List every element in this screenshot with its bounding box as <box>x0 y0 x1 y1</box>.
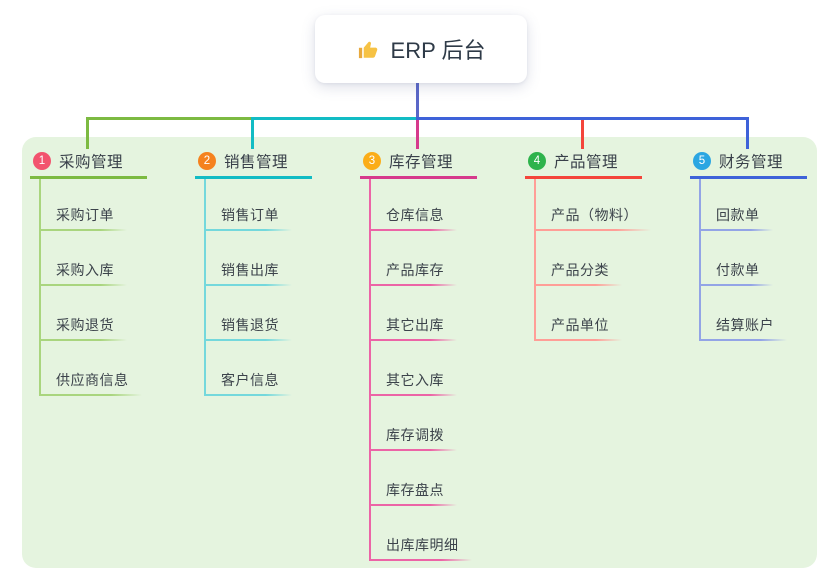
child-node-stock-transfer[interactable]: 库存调拨 <box>369 413 457 451</box>
root-node-label: ERP 后台 <box>390 38 486 63</box>
child-node-stock-count[interactable]: 库存盘点 <box>369 468 457 506</box>
child-node-sales-return[interactable]: 销售退货 <box>204 303 292 341</box>
branch-title-finance[interactable]: 5 财务管理 <box>690 146 807 179</box>
branch-title-sales[interactable]: 2 销售管理 <box>195 146 312 179</box>
branch-child-spine <box>204 179 206 396</box>
branch-number-badge: 4 <box>528 152 546 170</box>
child-node-sales-outbound[interactable]: 销售出库 <box>204 248 292 286</box>
child-node-customer-info[interactable]: 客户信息 <box>204 358 292 396</box>
child-node-product-stock[interactable]: 产品库存 <box>369 248 457 286</box>
branch-number-badge: 5 <box>693 152 711 170</box>
root-stem-connector <box>416 83 419 120</box>
child-node-purchase-order[interactable]: 采购订单 <box>39 193 127 231</box>
branch-title-product[interactable]: 4 产品管理 <box>525 146 642 179</box>
branch-number-badge: 3 <box>363 152 381 170</box>
child-node-supplier-info[interactable]: 供应商信息 <box>39 358 142 396</box>
child-node-sales-order[interactable]: 销售订单 <box>204 193 292 231</box>
child-node-outbound-detail[interactable]: 出库库明细 <box>369 523 472 561</box>
branch-title-label: 采购管理 <box>59 154 124 171</box>
child-node-settlement-account[interactable]: 结算账户 <box>699 303 787 341</box>
branch-child-spine <box>39 179 41 396</box>
thumbs-up-icon <box>357 38 380 61</box>
connector-branch2-drop <box>251 120 254 149</box>
branch-number-badge: 1 <box>33 152 51 170</box>
child-node-product-unit[interactable]: 产品单位 <box>534 303 622 341</box>
connector-branch3-drop <box>416 120 419 149</box>
child-node-purchase-return[interactable]: 采购退货 <box>39 303 127 341</box>
child-node-receipt-bill[interactable]: 回款单 <box>699 193 773 231</box>
connector-branch5-horizontal <box>416 117 749 120</box>
child-node-purchase-inbound[interactable]: 采购入库 <box>39 248 127 286</box>
child-node-warehouse-info[interactable]: 仓库信息 <box>369 193 457 231</box>
branch-title-inventory[interactable]: 3 库存管理 <box>360 146 477 179</box>
child-node-payment-bill[interactable]: 付款单 <box>699 248 773 286</box>
connector-branch1-drop <box>86 120 89 149</box>
branch-title-label: 库存管理 <box>389 154 454 171</box>
branch-title-label: 销售管理 <box>224 154 289 171</box>
branch-title-label: 财务管理 <box>719 154 784 171</box>
child-node-other-inbound[interactable]: 其它入库 <box>369 358 457 396</box>
branch-title-label: 产品管理 <box>554 154 619 171</box>
child-node-product-material[interactable]: 产品（物料） <box>534 193 651 231</box>
connector-branch4-drop <box>581 120 584 149</box>
branch-number-badge: 2 <box>198 152 216 170</box>
child-node-product-category[interactable]: 产品分类 <box>534 248 622 286</box>
connector-branch2-horizontal <box>251 117 419 120</box>
child-node-other-outbound[interactable]: 其它出库 <box>369 303 457 341</box>
connector-branch5-drop <box>746 120 749 149</box>
root-node[interactable]: ERP 后台 <box>315 15 527 83</box>
branch-title-purchase[interactable]: 1 采购管理 <box>30 146 147 179</box>
